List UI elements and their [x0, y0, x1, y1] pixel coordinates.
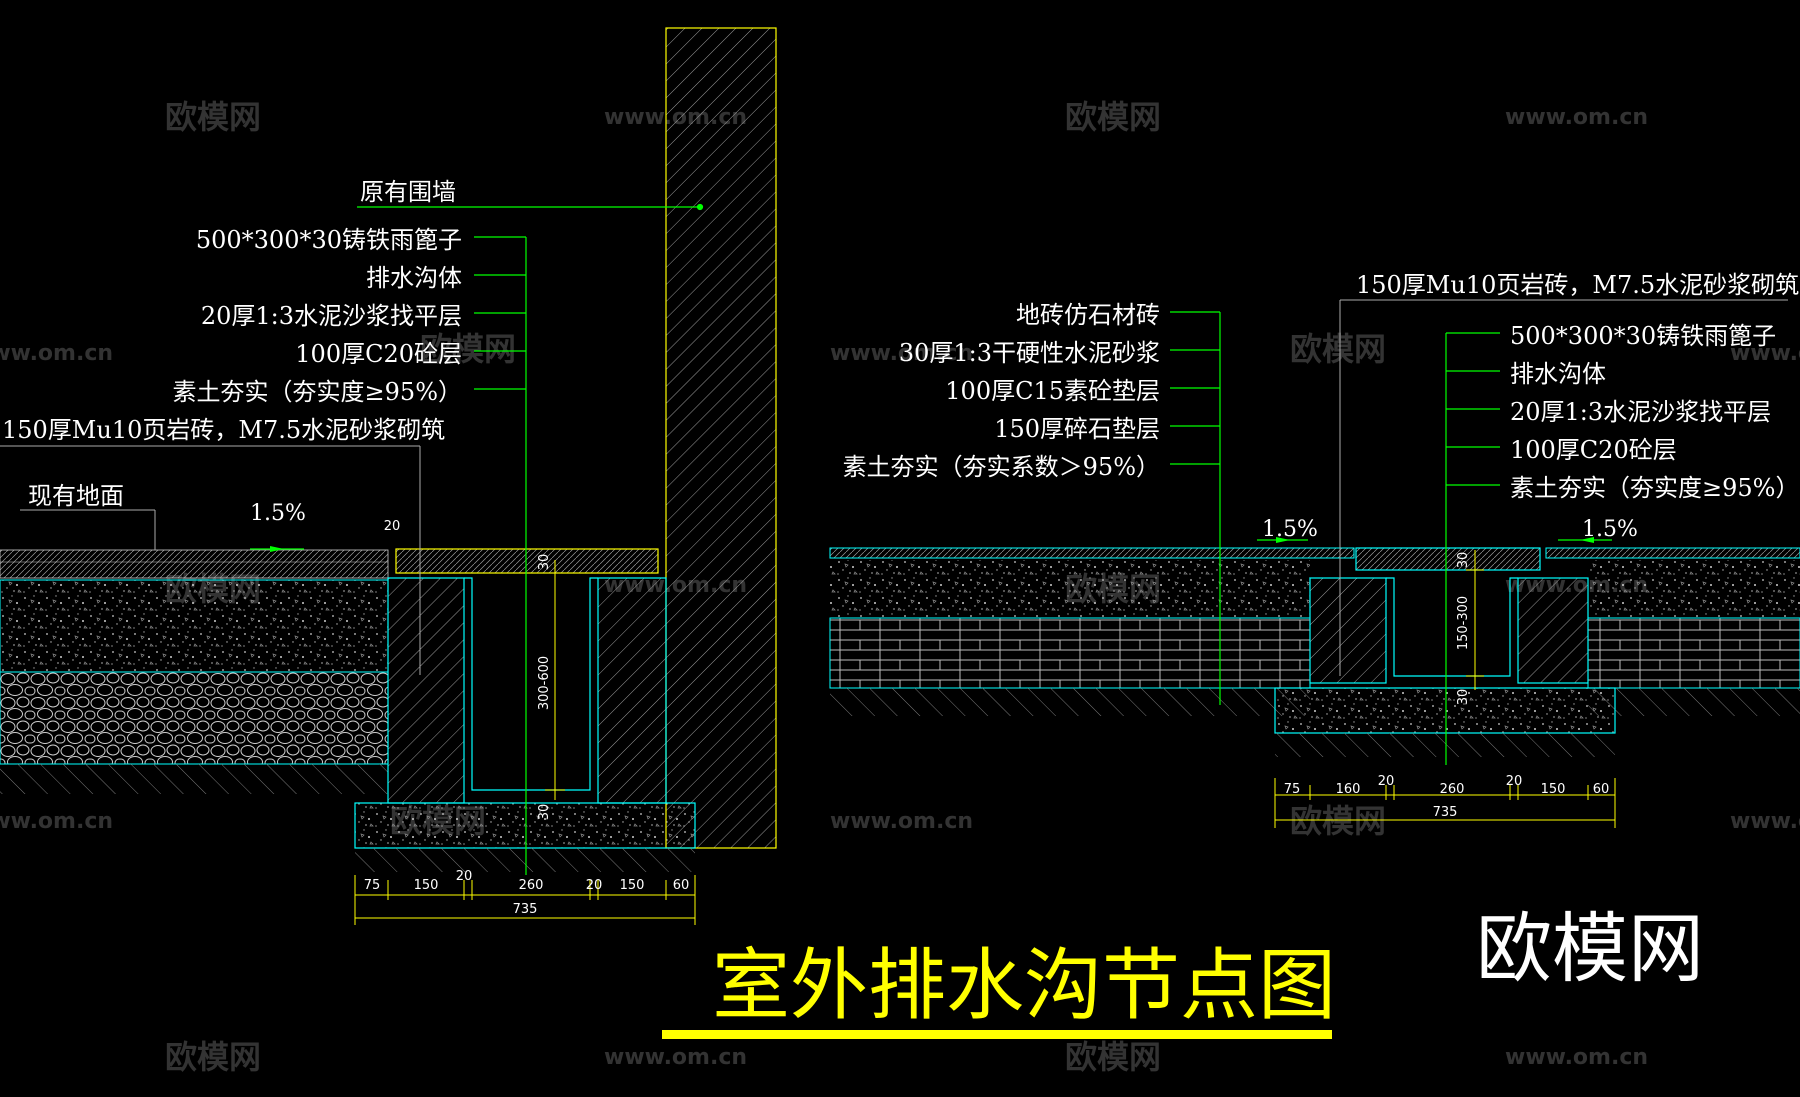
dim-left-grate: 30	[537, 554, 552, 571]
dim-right-grate: 30	[1456, 552, 1471, 569]
slope-right-b: 1.5%	[1582, 517, 1638, 542]
label-grate-right: 500*300*30铸铁雨篦子	[1510, 322, 1776, 350]
label-compacted-soil: 素土夯实（夯实度≥95%）	[173, 378, 462, 406]
dim-right-75: 75	[1284, 782, 1301, 797]
watermark-text: www.om.cn	[0, 341, 113, 366]
compacted-soil-right-detail	[830, 688, 1310, 716]
label-existing-wall: 原有围墙	[360, 178, 456, 206]
dim-left-total: 735	[513, 902, 538, 917]
right-detail	[829, 299, 1800, 828]
watermark-text: 欧模网	[1065, 1038, 1161, 1076]
dim-left-60: 60	[673, 878, 690, 893]
dim-left-75: 75	[364, 878, 381, 893]
label-leveling-layer-right: 20厚1:3水泥沙浆找平层	[1510, 398, 1771, 426]
paving-right	[1545, 547, 1800, 559]
dim-left-20b: 20	[586, 878, 603, 893]
dim-right-160: 160	[1336, 782, 1361, 797]
label-soil-compaction: 素土夯实（夯实系数＞95%）	[843, 453, 1160, 481]
watermark-text: www.om.cn	[1730, 809, 1800, 834]
channel-wall-right-right	[1517, 577, 1589, 684]
label-brick-masonry-right: 150厚Mu10页岩砖，M7.5水泥砂浆砌筑	[1356, 271, 1799, 299]
dim-right-20a: 20	[1378, 774, 1395, 789]
label-grate: 500*300*30铸铁雨篦子	[196, 226, 462, 254]
slope-right-a: 1.5%	[1262, 517, 1318, 542]
label-compacted-soil-right: 素土夯实（夯实度≥95%）	[1510, 474, 1799, 502]
dim-left-top: 20	[384, 519, 401, 534]
dim-right-20b: 20	[1506, 774, 1523, 789]
label-existing-ground: 现有地面	[28, 482, 124, 510]
dim-right-260: 260	[1440, 782, 1465, 797]
channel-wall-left-right	[1309, 577, 1387, 684]
gravel-layer-left	[829, 617, 1311, 689]
slope-left: 1.5%	[250, 501, 306, 526]
watermark-text: www.om.cn	[0, 809, 113, 834]
label-brick-masonry: 150厚Mu10页岩砖，M7.5水泥砂浆砌筑	[2, 416, 445, 444]
dim-right-150: 150	[1541, 782, 1566, 797]
label-concrete-layer-right: 100厚C20砼层	[1510, 436, 1677, 464]
dim-right-total: 735	[1433, 805, 1458, 820]
paving-left	[829, 547, 1355, 559]
gravel-layer	[0, 671, 389, 765]
watermark-text: 欧模网	[1290, 802, 1386, 840]
label-gravel-cushion: 150厚碎石垫层	[994, 415, 1160, 443]
watermark-text: www.om.cn	[830, 341, 973, 366]
dim-right-base: 30	[1456, 689, 1471, 706]
label-leveling-layer: 20厚1:3水泥沙浆找平层	[201, 302, 462, 330]
brand-logo-text: 欧模网	[1476, 904, 1704, 993]
watermark-text: 欧模网	[1065, 98, 1161, 136]
label-concrete-layer: 100厚C20砼层	[295, 340, 462, 368]
watermark-text: www.om.cn	[604, 1045, 747, 1070]
watermark-text: 欧模网	[1290, 330, 1386, 368]
dim-left-150a: 150	[414, 878, 439, 893]
existing-wall	[665, 27, 777, 849]
dim-left-150b: 150	[620, 878, 645, 893]
watermark-text: 欧模网	[420, 330, 516, 368]
dim-right-depth: 150-300	[1456, 596, 1471, 650]
right-leaders	[1170, 311, 1612, 765]
watermark-text: www.om.cn	[1730, 341, 1800, 366]
dim-left-20a: 20	[456, 869, 473, 884]
watermark-text: www.om.cn	[1505, 1045, 1648, 1070]
label-c15-cushion: 100厚C15素砼垫层	[945, 377, 1160, 405]
dim-left-base: 30	[537, 804, 552, 821]
channel-wall-right	[597, 577, 667, 804]
left-labels: 原有围墙 500*300*30铸铁雨篦子 排水沟体 20厚1:3水泥沙浆找平层 …	[2, 178, 689, 917]
concrete-base-layer	[0, 579, 389, 673]
existing-ground-surface	[0, 549, 389, 579]
watermark-text: www.om.cn	[830, 809, 973, 834]
watermark-text: 欧模网	[165, 1038, 261, 1076]
dim-left-depth: 300-600	[537, 656, 552, 710]
cast-iron-grate-right	[1355, 547, 1541, 571]
dim-left-260: 260	[519, 878, 544, 893]
watermark-text: www.om.cn	[1505, 105, 1648, 130]
channel-interior	[464, 577, 598, 791]
label-dry-mortar: 30厚1:3干硬性水泥砂浆	[899, 339, 1160, 367]
concrete-base-slab-right	[1274, 687, 1616, 734]
gravel-layer-right	[1587, 617, 1800, 689]
concrete-base-slab	[354, 802, 696, 849]
compacted-soil-base	[355, 848, 695, 872]
c15-concrete-left	[830, 560, 1310, 618]
title-underline	[662, 1030, 1332, 1039]
left-dimensions	[354, 560, 696, 925]
c15-concrete-right	[1588, 560, 1800, 618]
label-channel-body: 排水沟体	[366, 264, 462, 292]
left-leaders	[250, 203, 704, 875]
dim-right-60: 60	[1593, 782, 1610, 797]
label-stone-tile: 地砖仿石材砖	[1016, 301, 1160, 329]
compacted-soil-left	[0, 764, 388, 794]
drawing-title: 室外排水沟节点图	[712, 941, 1336, 1031]
left-detail	[0, 27, 777, 925]
channel-wall-left	[387, 577, 465, 804]
label-channel-body-right: 排水沟体	[1510, 360, 1606, 388]
right-labels: 地砖仿石材砖 30厚1:3干硬性水泥砂浆 100厚C15素砼垫层 150厚碎石垫…	[843, 271, 1800, 820]
watermark-text: 欧模网	[165, 98, 261, 136]
cast-iron-grate	[395, 548, 659, 574]
right-dimensions	[1274, 550, 1616, 828]
